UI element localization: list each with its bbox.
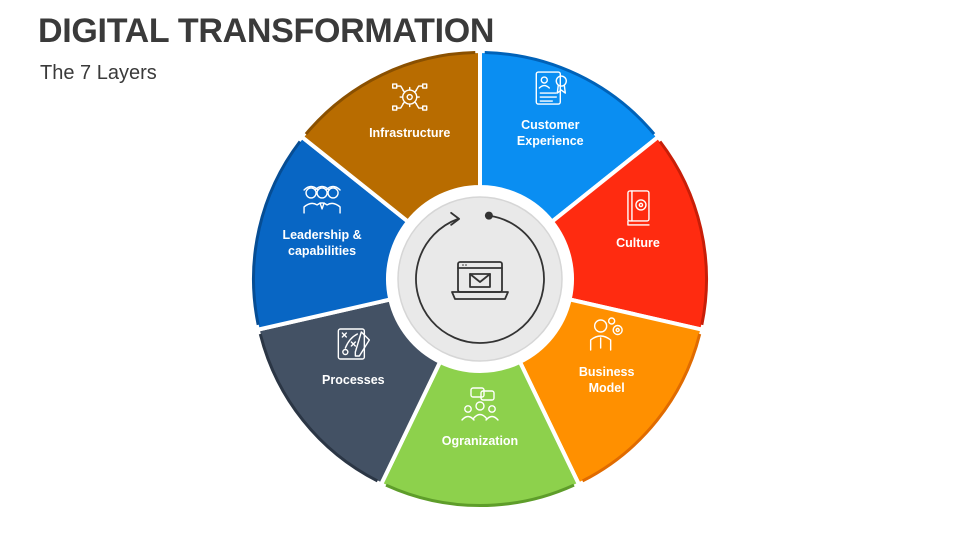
- segment-label-line: Business: [579, 365, 635, 379]
- segment-label: Ogranization: [442, 434, 518, 448]
- network-gear-icon: [392, 83, 428, 111]
- slide-subtitle: The 7 Layers: [40, 62, 157, 84]
- segment-label-line: Model: [589, 381, 625, 395]
- segment-rim: [385, 483, 575, 507]
- segment-label-line: Customer: [521, 118, 579, 132]
- segment-label-line: Infrastructure: [369, 126, 450, 140]
- segment-rim: [484, 51, 656, 136]
- strategy-board-icon: [337, 328, 371, 360]
- segment-rim: [258, 333, 379, 483]
- segment-label: Processes: [322, 373, 385, 387]
- cycle-arrow-icon: [415, 211, 545, 344]
- layer-segment: Leadership & capabilities: [250, 134, 411, 333]
- profile-document-icon: [535, 71, 567, 105]
- laptop-mail-icon: [451, 261, 509, 300]
- book-icon: [627, 190, 650, 226]
- hub-disc: [397, 196, 563, 362]
- segment-label-line: Ogranization: [442, 434, 518, 448]
- segment-label-line: capabilities: [288, 244, 356, 258]
- segment-label-line: Processes: [322, 373, 385, 387]
- layer-segment: Processes: [255, 297, 443, 488]
- segment-rim: [581, 333, 702, 483]
- business-person-icon: [589, 317, 623, 351]
- leaders-icon: [303, 185, 341, 214]
- segment-rim: [658, 140, 708, 326]
- center-hub: [388, 187, 572, 371]
- segment-label: Culture: [616, 236, 660, 250]
- segment-label-line: Experience: [517, 134, 584, 148]
- segment-rim: [304, 51, 476, 136]
- layer-segment: Culture: [549, 134, 710, 333]
- segment-label: Infrastructure: [369, 126, 450, 140]
- slide-title: DIGITAL TRANSFORMATION: [38, 12, 495, 50]
- team-chat-icon: [461, 387, 499, 421]
- segment-label-line: Leadership &: [282, 228, 361, 242]
- segment-label-line: Culture: [616, 236, 660, 250]
- segment-label: Leadership & capabilities: [282, 228, 361, 258]
- segment-rim: [252, 140, 302, 326]
